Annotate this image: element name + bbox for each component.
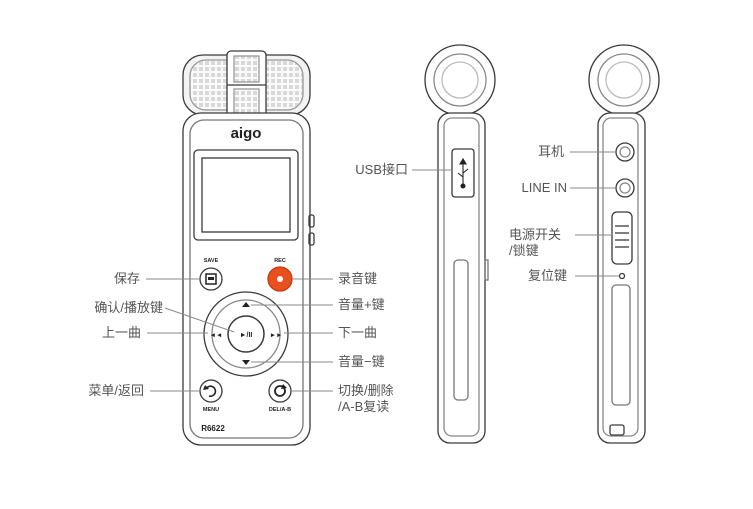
callout-next: 下一曲 [338,325,378,340]
play-pause-icon: ►/II [240,332,253,339]
prev-track-icon: ◄◄ [210,332,223,339]
display-screen [193,149,299,241]
del-label: DEL/A-B [269,407,291,413]
next-track-icon: ►► [270,332,283,339]
callout-vol-down: 音量−键 [338,354,385,369]
del-button[interactable] [268,379,292,403]
vol-up-arrow-icon [242,302,250,307]
callout-headphone: 耳机 [537,144,564,159]
callout-power-line2: /锁键 [509,243,539,258]
usb-port [451,148,475,198]
vol-down-arrow-icon [242,360,250,365]
usb-icon [457,157,469,189]
play-pause-button[interactable] [227,315,265,353]
callout-confirm-play: 确认/播放键 [94,300,163,315]
callout-line-in: LINE IN [521,180,567,195]
callout-save: 保存 [113,271,140,286]
callout-prev: 上一曲 [101,325,141,340]
callout-power-line1: 电源开关 [509,227,562,242]
save-label: SAVE [204,258,219,264]
side-view-right [588,44,660,444]
model-label: R6622 [201,424,225,433]
leader-lines [146,151,619,392]
side-view-left [424,44,496,444]
front-view [182,50,315,446]
rec-label: REC [274,258,286,264]
power-switch[interactable] [611,211,633,265]
menu-button[interactable] [199,379,223,403]
callout-switch-del: 切换/删除 /A-B复读 [338,383,394,415]
callout-switch-del-line2: /A-B复读 [338,399,390,414]
save-button[interactable] [199,267,223,291]
callout-record: 录音键 [338,271,378,286]
brand-logo: aigo [231,125,262,142]
callout-vol-up: 音量+键 [338,297,385,312]
microphone-assembly [182,50,311,120]
switch-cycle-icon [274,385,286,397]
reset-hole[interactable] [618,272,626,280]
callout-power: 电源开关 /锁键 [509,227,561,259]
callout-reset: 复位键 [527,268,567,283]
callout-usb: USB接口 [355,162,408,177]
callout-switch-del-line1: 切换/删除 [338,383,394,398]
save-disk-icon [205,273,217,285]
callout-menu-back: 菜单/返回 [88,383,144,398]
menu-label: MENU [203,407,219,413]
navigation-ring [203,291,289,377]
back-arrow-icon [205,385,217,398]
